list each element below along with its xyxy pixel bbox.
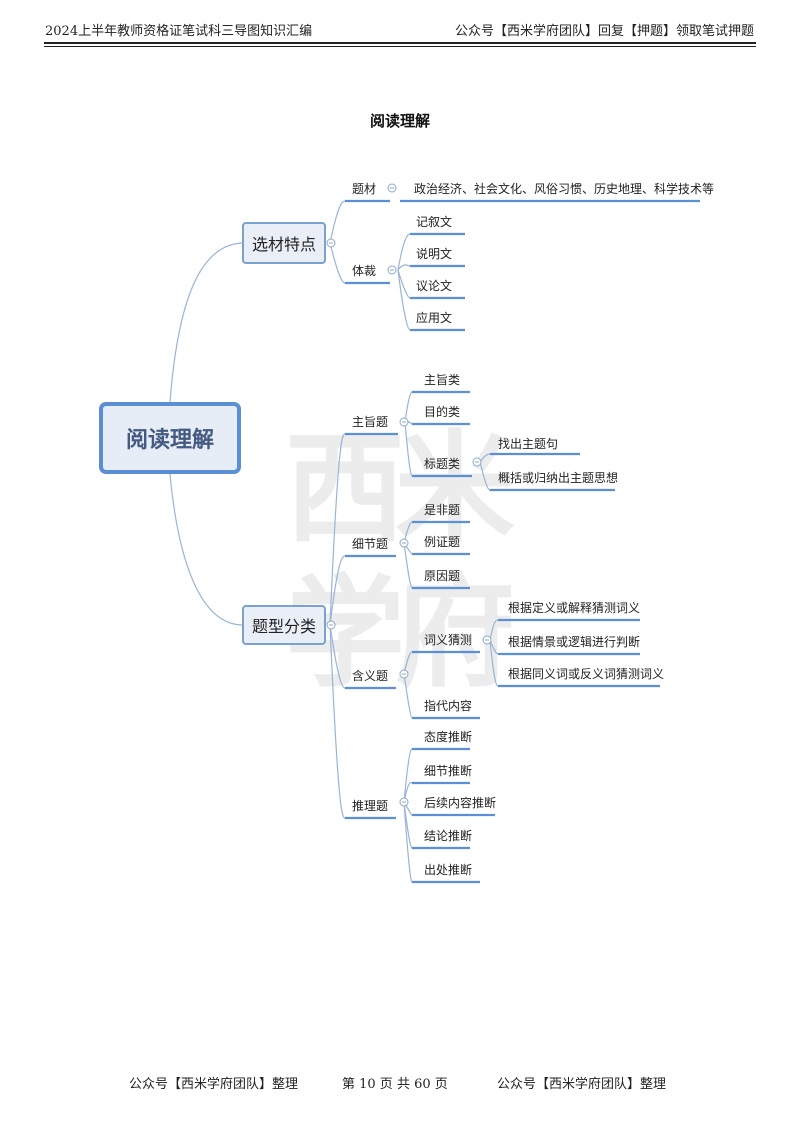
node-meaning: 含义题 — [352, 669, 389, 683]
branch-selection-features: 选材特点 — [242, 222, 326, 264]
page-title: 阅读理解 — [369, 112, 430, 130]
footer-right-text: 公众号【西米学府团队】整理 — [497, 1077, 667, 1092]
node-genre: 体裁 — [352, 264, 377, 278]
watermark-char: 府 — [395, 565, 515, 704]
header-rule-thin — [44, 46, 756, 47]
node-reference: 指代内容 — [424, 699, 473, 713]
node-detail: 细节题 — [352, 537, 389, 551]
page-number: 第 10 页 共 60 页 — [342, 1077, 448, 1092]
header-right-text: 公众号【西米学府团队】回复【押题】领取笔试押题 — [454, 24, 754, 39]
node-main-idea: 主旨题 — [352, 415, 389, 429]
node-theme-topics: 政治经济、社会文化、风俗习惯、历史地理、科学技术等 — [414, 182, 715, 196]
watermark-char: 西 — [285, 420, 405, 559]
node-argumentative: 议论文 — [416, 279, 453, 293]
header-left-text: 2024上半年教师资格证笔试科三导图知识汇编 — [45, 24, 313, 39]
node-detail-infer: 细节推断 — [424, 764, 473, 778]
node-summarize-theme: 概括或归纳出主题思想 — [498, 471, 619, 485]
node-conclusion: 结论推断 — [424, 829, 473, 843]
node-by-synonym: 根据同义词或反义词猜测词义 — [508, 667, 665, 681]
node-source: 出处推断 — [424, 863, 473, 877]
node-by-definition: 根据定义或解释猜测词义 — [508, 601, 641, 615]
node-narrative: 记叙文 — [416, 215, 453, 229]
node-topic-sentence: 找出主题句 — [498, 437, 559, 451]
node-cause: 原因题 — [424, 569, 461, 583]
node-main-idea-type: 主旨类 — [424, 373, 461, 387]
node-inference: 推理题 — [352, 799, 389, 813]
node-word-guess: 词义猜测 — [424, 633, 473, 647]
footer-left-text: 公众号【西米学府团队】整理 — [129, 1077, 299, 1092]
node-by-context: 根据情景或逻辑进行判断 — [508, 635, 641, 649]
node-example: 例证题 — [424, 535, 461, 549]
node-expository: 说明文 — [416, 247, 453, 261]
node-practical: 应用文 — [416, 311, 453, 325]
node-following: 后续内容推断 — [424, 796, 497, 810]
node-true-false: 是非题 — [424, 503, 461, 517]
node-theme: 题材 — [352, 182, 377, 196]
node-purpose-type: 目的类 — [424, 405, 461, 419]
branch-question-types: 题型分类 — [242, 605, 326, 645]
node-attitude: 态度推断 — [424, 730, 473, 744]
node-title-type: 标题类 — [424, 457, 461, 471]
mindmap-root: 阅读理解 — [99, 402, 241, 474]
header-rule — [44, 42, 756, 44]
